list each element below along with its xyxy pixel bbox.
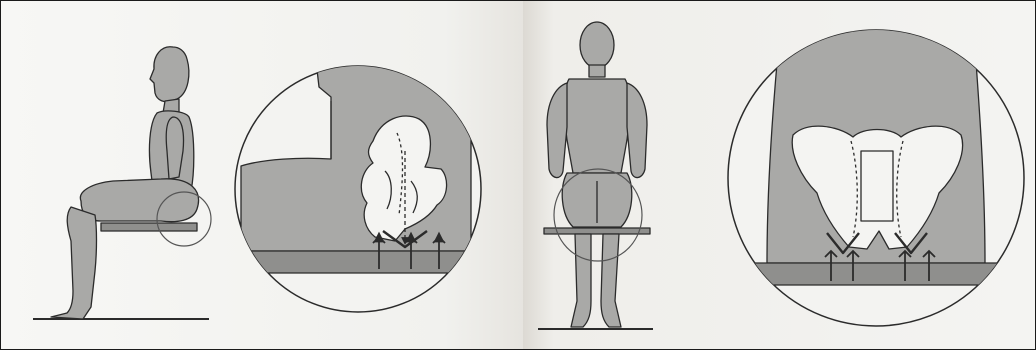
side-view-figure [33, 47, 211, 319]
head [150, 47, 189, 102]
right-leg-rear [601, 234, 621, 327]
left-leg-rear [571, 234, 591, 327]
seat-surface-rear [721, 263, 1035, 285]
left-arm-rear [547, 83, 567, 178]
thigh [80, 179, 198, 222]
lower-leg [51, 207, 97, 319]
head-rear [580, 22, 614, 68]
side-pelvis-detail [231, 61, 481, 312]
seat [101, 223, 197, 231]
torso-rear [565, 79, 630, 173]
rear-view-figure [538, 22, 653, 329]
right-arm-rear [627, 83, 647, 178]
neck-rear [589, 65, 605, 77]
seat-surface [231, 251, 481, 273]
rear-pelvis-detail [721, 21, 1035, 326]
seat-rear [544, 228, 650, 234]
